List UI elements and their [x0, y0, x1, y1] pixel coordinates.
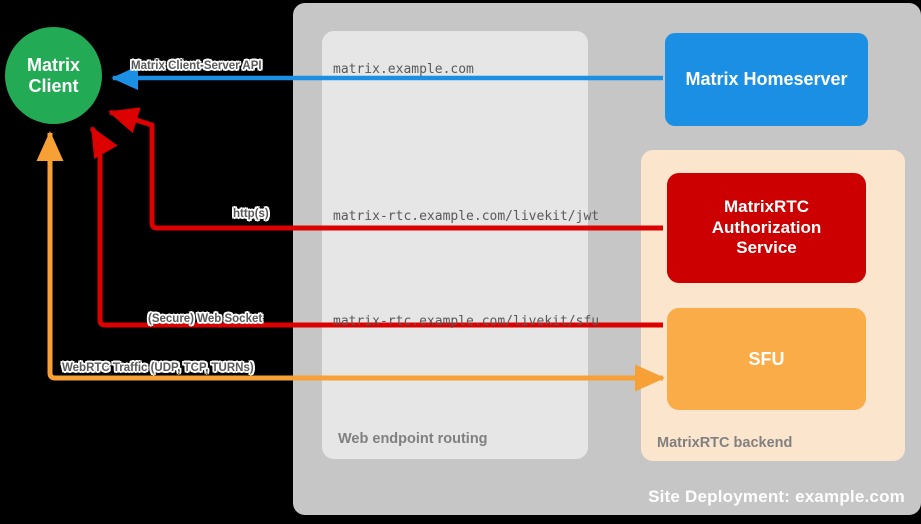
endpoint-label-livekit-sfu: matrix-rtc.example.com/livekit/sfu	[333, 314, 600, 329]
edge-label-https: http(s)	[233, 208, 269, 220]
site-deployment-label: Site Deployment: example.com	[648, 487, 905, 506]
web-endpoint-routing-container: Web endpoint routing	[322, 31, 588, 459]
node-matrix-client[interactable]: Matrix Client	[5, 27, 102, 124]
node-sfu[interactable]: SFU	[667, 308, 866, 410]
web-endpoint-routing-label: Web endpoint routing	[338, 431, 488, 447]
edge-secure-web-socket	[89, 126, 663, 328]
endpoint-label-matrix: matrix.example.com	[333, 62, 474, 77]
node-matrixrtc-authorization-service[interactable]: MatrixRTC Authorization Service	[667, 173, 866, 283]
edge-https	[108, 107, 663, 231]
endpoint-label-livekit-jwt: matrix-rtc.example.com/livekit/jwt	[333, 209, 600, 224]
node-authorization-service-label: MatrixRTC Authorization Service	[711, 196, 822, 258]
node-matrix-client-label: Matrix Client	[26, 54, 80, 96]
edge-label-webrtc-traffic: WebRTC Traffic (UDP, TCP, TURNs)	[62, 362, 254, 374]
node-matrix-homeserver[interactable]: Matrix Homeserver	[665, 33, 868, 126]
edge-webrtc-traffic-to-client	[36, 130, 663, 381]
edge-label-matrix-client-server-api: Matrix Client-Server API	[131, 60, 262, 72]
matrixrtc-backend-label: MatrixRTC backend	[657, 435, 793, 451]
node-sfu-label: SFU	[748, 348, 785, 369]
node-matrix-homeserver-label: Matrix Homeserver	[685, 69, 848, 89]
edge-label-secure-web-socket: (Secure) Web Socket	[148, 313, 263, 325]
